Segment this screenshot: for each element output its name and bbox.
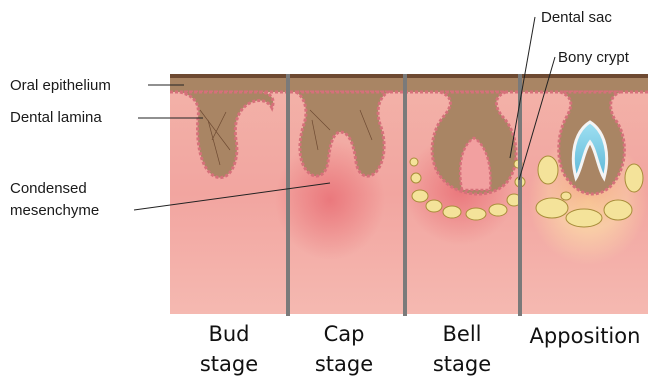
caption-cap-line1: Cap — [324, 322, 365, 346]
label-dental-lamina: Dental lamina — [10, 109, 102, 126]
caption-bell-line1: Bell — [443, 322, 482, 346]
caption-cap-line2: stage — [315, 352, 373, 376]
caption-bell-line2: stage — [433, 352, 491, 376]
label-oral-epithelium: Oral epithelium — [10, 77, 111, 94]
caption-apposition: Apposition — [530, 324, 641, 348]
caption-bud-line2: stage — [200, 352, 258, 376]
caption-bud-line1: Bud — [208, 322, 249, 346]
label-condensed-line2: mesenchyme — [10, 202, 99, 219]
label-bony-crypt: Bony crypt — [558, 49, 630, 66]
label-dental-sac: Dental sac — [541, 9, 612, 26]
label-condensed-line1: Condensed — [10, 180, 87, 197]
